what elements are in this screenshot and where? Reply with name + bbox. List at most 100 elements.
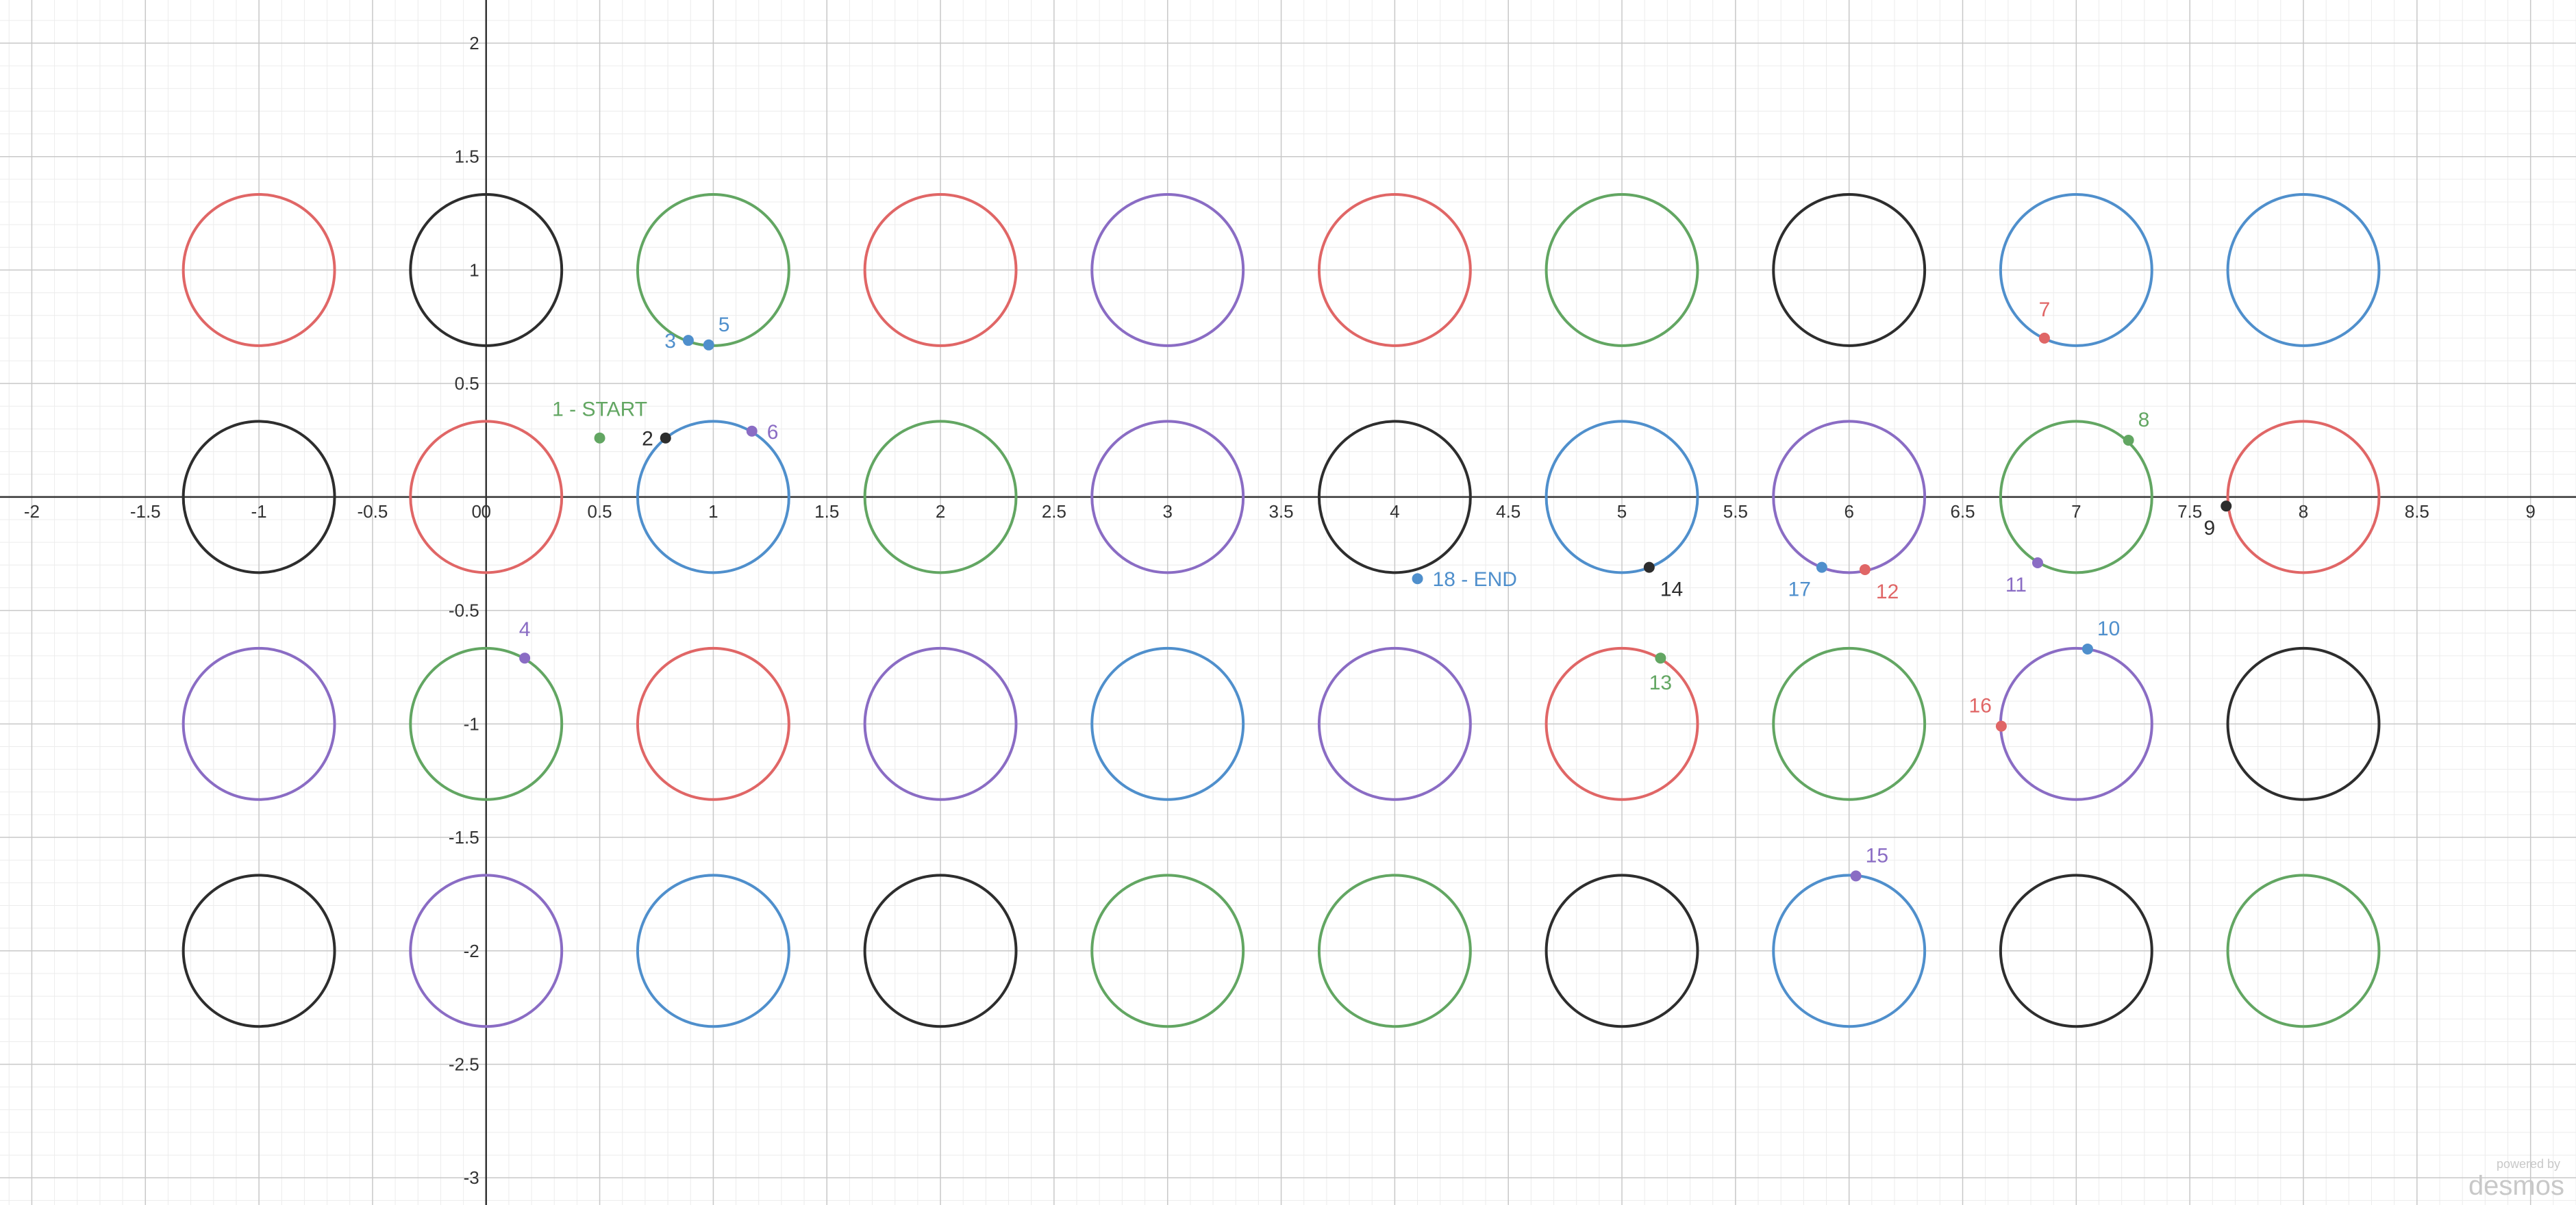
- point-label: 7: [2039, 299, 2051, 321]
- x-tick-label: -2: [24, 501, 40, 522]
- point-marker[interactable]: [1643, 561, 1655, 573]
- y-tick-label: -1: [464, 713, 479, 734]
- point-marker[interactable]: [2031, 557, 2043, 568]
- point-marker[interactable]: [1655, 652, 1666, 664]
- point-marker[interactable]: [594, 432, 605, 444]
- x-tick-label: 0: [472, 501, 482, 522]
- point-marker[interactable]: [1995, 720, 2007, 732]
- circle-red: [1317, 192, 1472, 347]
- x-tick-label: 8: [2299, 501, 2308, 522]
- circle-black: [1999, 874, 2153, 1028]
- circle-red: [1545, 646, 1699, 801]
- circle-green: [1317, 874, 1472, 1028]
- x-tick-label: 4: [1390, 501, 1399, 522]
- x-tick-label: -1.5: [130, 501, 161, 522]
- x-tick-label: 1: [708, 501, 718, 522]
- x-tick-label: 5.5: [1723, 501, 1748, 522]
- point-label: 18 - END: [1433, 568, 1517, 591]
- circle-red: [409, 420, 564, 574]
- circle-green: [1772, 646, 1927, 801]
- point-marker[interactable]: [2123, 435, 2134, 446]
- x-tick-label: 6: [1844, 501, 1853, 522]
- point-marker[interactable]: [1412, 573, 1423, 585]
- circle-black: [182, 874, 336, 1028]
- point-marker[interactable]: [660, 432, 671, 444]
- x-tick-label: 8.5: [2405, 501, 2429, 522]
- point-label: 5: [718, 314, 730, 336]
- circle-blue: [636, 874, 790, 1028]
- circle-black: [1772, 192, 1927, 347]
- point-label: 4: [519, 618, 531, 641]
- circle-black: [1317, 420, 1472, 574]
- point-label: 8: [2138, 409, 2150, 431]
- point-marker[interactable]: [1816, 561, 1827, 573]
- circle-blue: [1090, 646, 1245, 801]
- circle-blue: [636, 420, 790, 574]
- x-tick-label: 1.5: [814, 501, 839, 522]
- x-tick-label: 3.5: [1268, 501, 1293, 522]
- point-label: 17: [1788, 579, 1811, 601]
- circle-grid: [182, 192, 2381, 1028]
- point-marker[interactable]: [682, 335, 694, 346]
- x-tick-label: -1: [251, 501, 267, 522]
- point-label: 2: [642, 428, 653, 451]
- circle-green: [863, 420, 1018, 574]
- point-label: 11: [2005, 574, 2027, 596]
- point-marker[interactable]: [519, 652, 531, 664]
- x-tick-label: 2: [936, 501, 945, 522]
- point-marker[interactable]: [2221, 500, 2232, 512]
- circle-black: [863, 874, 1018, 1028]
- circle-red: [863, 192, 1018, 347]
- x-tick-label: 3: [1162, 501, 1172, 522]
- point-label: 9: [2204, 517, 2216, 540]
- y-tick-label: -2: [464, 941, 479, 961]
- circle-red: [182, 192, 336, 347]
- point-label: 3: [664, 330, 676, 353]
- x-tick-label: 7: [2071, 501, 2081, 522]
- watermark-desmos: desmos: [2468, 1171, 2564, 1201]
- circle-black: [182, 420, 336, 574]
- circle-blue: [1999, 192, 2153, 347]
- circle-blue: [2226, 192, 2381, 347]
- point-label: 14: [1660, 579, 1683, 601]
- point-marker[interactable]: [703, 339, 714, 351]
- x-tick-label: 6.5: [1950, 501, 1975, 522]
- x-tick-label: 0: [482, 501, 491, 522]
- point-label: 15: [1866, 844, 1888, 867]
- point-label: 13: [1649, 672, 1672, 694]
- point-marker[interactable]: [1859, 563, 1871, 575]
- y-tick-label: 2: [469, 33, 479, 53]
- circle-green: [1545, 192, 1699, 347]
- circle-purple: [1772, 420, 1927, 574]
- point-label: 12: [1876, 581, 1899, 603]
- point-marker[interactable]: [2038, 332, 2050, 344]
- point-marker[interactable]: [746, 425, 758, 437]
- point-label: 6: [767, 421, 779, 444]
- point-marker[interactable]: [1850, 870, 1862, 882]
- y-tick-label: -3: [464, 1167, 479, 1188]
- circle-blue: [1772, 874, 1927, 1028]
- x-tick-label: 4.5: [1496, 501, 1521, 522]
- circle-blue: [1545, 420, 1699, 574]
- circle-green: [1090, 874, 1245, 1028]
- watermark-powered-by: powered by: [2497, 1157, 2560, 1171]
- circle-green: [1999, 420, 2153, 574]
- desmos-watermark: powered by desmos: [2468, 1157, 2564, 1201]
- circle-purple: [1090, 420, 1245, 574]
- circle-purple: [1317, 646, 1472, 801]
- x-tick-label: 0.5: [587, 501, 612, 522]
- point-label: 10: [2097, 618, 2120, 640]
- y-tick-label: -2.5: [449, 1054, 479, 1075]
- circle-red: [636, 646, 790, 801]
- point-label: 1 - START: [552, 398, 647, 421]
- x-tick-label: 2.5: [1042, 501, 1066, 522]
- y-tick-label: 1: [469, 259, 479, 280]
- y-tick-label: 0.5: [455, 373, 479, 394]
- point-marker[interactable]: [2081, 643, 2093, 655]
